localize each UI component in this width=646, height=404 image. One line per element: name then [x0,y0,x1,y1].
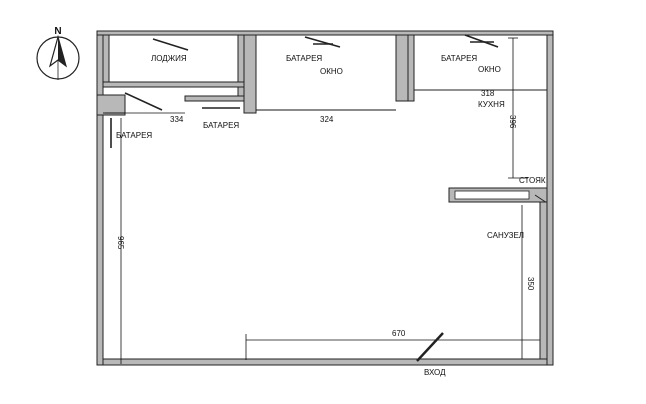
outer-walls [96,30,554,366]
right-radiator-icon [464,34,499,48]
compass: N [36,26,80,80]
entrance-door-icon [416,332,444,362]
kitchen-label: КУХНЯ [478,100,505,109]
right-wall [546,31,554,366]
middle-radiator-icon [304,36,341,48]
loggia-left-wall [102,34,110,86]
dim-334: 334 [170,115,184,124]
loggia-right-wall [237,34,245,101]
loggia-step-wall [184,95,246,102]
bathroom-label: САНУЗЕЛ [487,231,524,240]
entrance-label: ВХОД [424,368,446,377]
riser-label: СТОЯК [519,176,546,185]
right-radiator-label: БАТАРЕЯ [441,54,477,63]
middle-right-pillar [395,34,409,102]
north-label: N [54,26,61,37]
loggia-door-icon [124,92,163,111]
bottom-wall [102,358,552,366]
lower-radiators: БАТАРЕЯ БАТАРЕЯ [110,92,240,148]
left-wall [96,31,104,366]
right-section: БАТАРЕЯ ОКНО [407,34,547,102]
dim-350: 350 [526,277,535,291]
top-wall [96,30,554,36]
entrance: ВХОД [416,332,446,377]
compass-arrow-fill [58,37,66,66]
middle-radiator-label: БАТАРЕЯ [286,54,322,63]
dimensions: 334 324 318 КУХНЯ 396 965 350 670 [105,37,547,364]
bathroom-wall [539,201,548,360]
loggia-label: ЛОДЖИЯ [151,54,187,63]
middle-left-pillar [243,34,257,114]
lower-radiator-label: БАТАРЕЯ [203,121,239,130]
middle-section: БАТАРЕЯ ОКНО [243,34,409,114]
right-pillar [407,34,415,102]
riser-channel [454,190,530,200]
dim-396: 396 [508,115,517,129]
middle-window-label: ОКНО [320,67,343,76]
loggia-pillar [96,94,126,116]
dim-318: 318 [481,89,495,98]
right-window-label: ОКНО [478,65,501,74]
loggia-radiator-icon [152,38,189,51]
dim-324: 324 [320,115,334,124]
loggia: ЛОДЖИЯ [96,34,246,116]
loggia-bottom-wall [102,81,246,88]
dim-965: 965 [116,236,125,250]
dim-670: 670 [392,329,406,338]
riser-bathroom: СТОЯК САНУЗЕЛ [448,176,548,360]
side-radiator-label: БАТАРЕЯ [116,131,152,140]
